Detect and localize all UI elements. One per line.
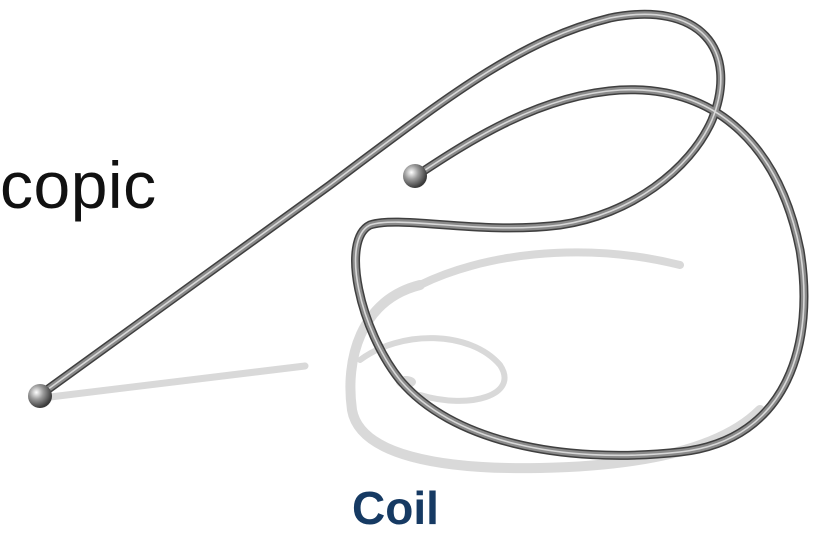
coil-wire-shine <box>40 14 804 455</box>
coil-caption: Coil <box>0 485 820 531</box>
coil-wire <box>40 14 804 455</box>
shadow-loop-inner <box>420 252 680 285</box>
shadow-lead-wire <box>42 366 305 398</box>
wire-end-ball-right <box>403 164 427 188</box>
partial-heading-text: copic <box>0 152 157 218</box>
coil-wire-body <box>40 14 804 455</box>
coil-wire-highlight-under <box>40 14 804 455</box>
shadow-loop-outer <box>350 285 760 468</box>
coil-shadow <box>42 252 760 468</box>
wire-end-ball-left <box>28 384 52 408</box>
